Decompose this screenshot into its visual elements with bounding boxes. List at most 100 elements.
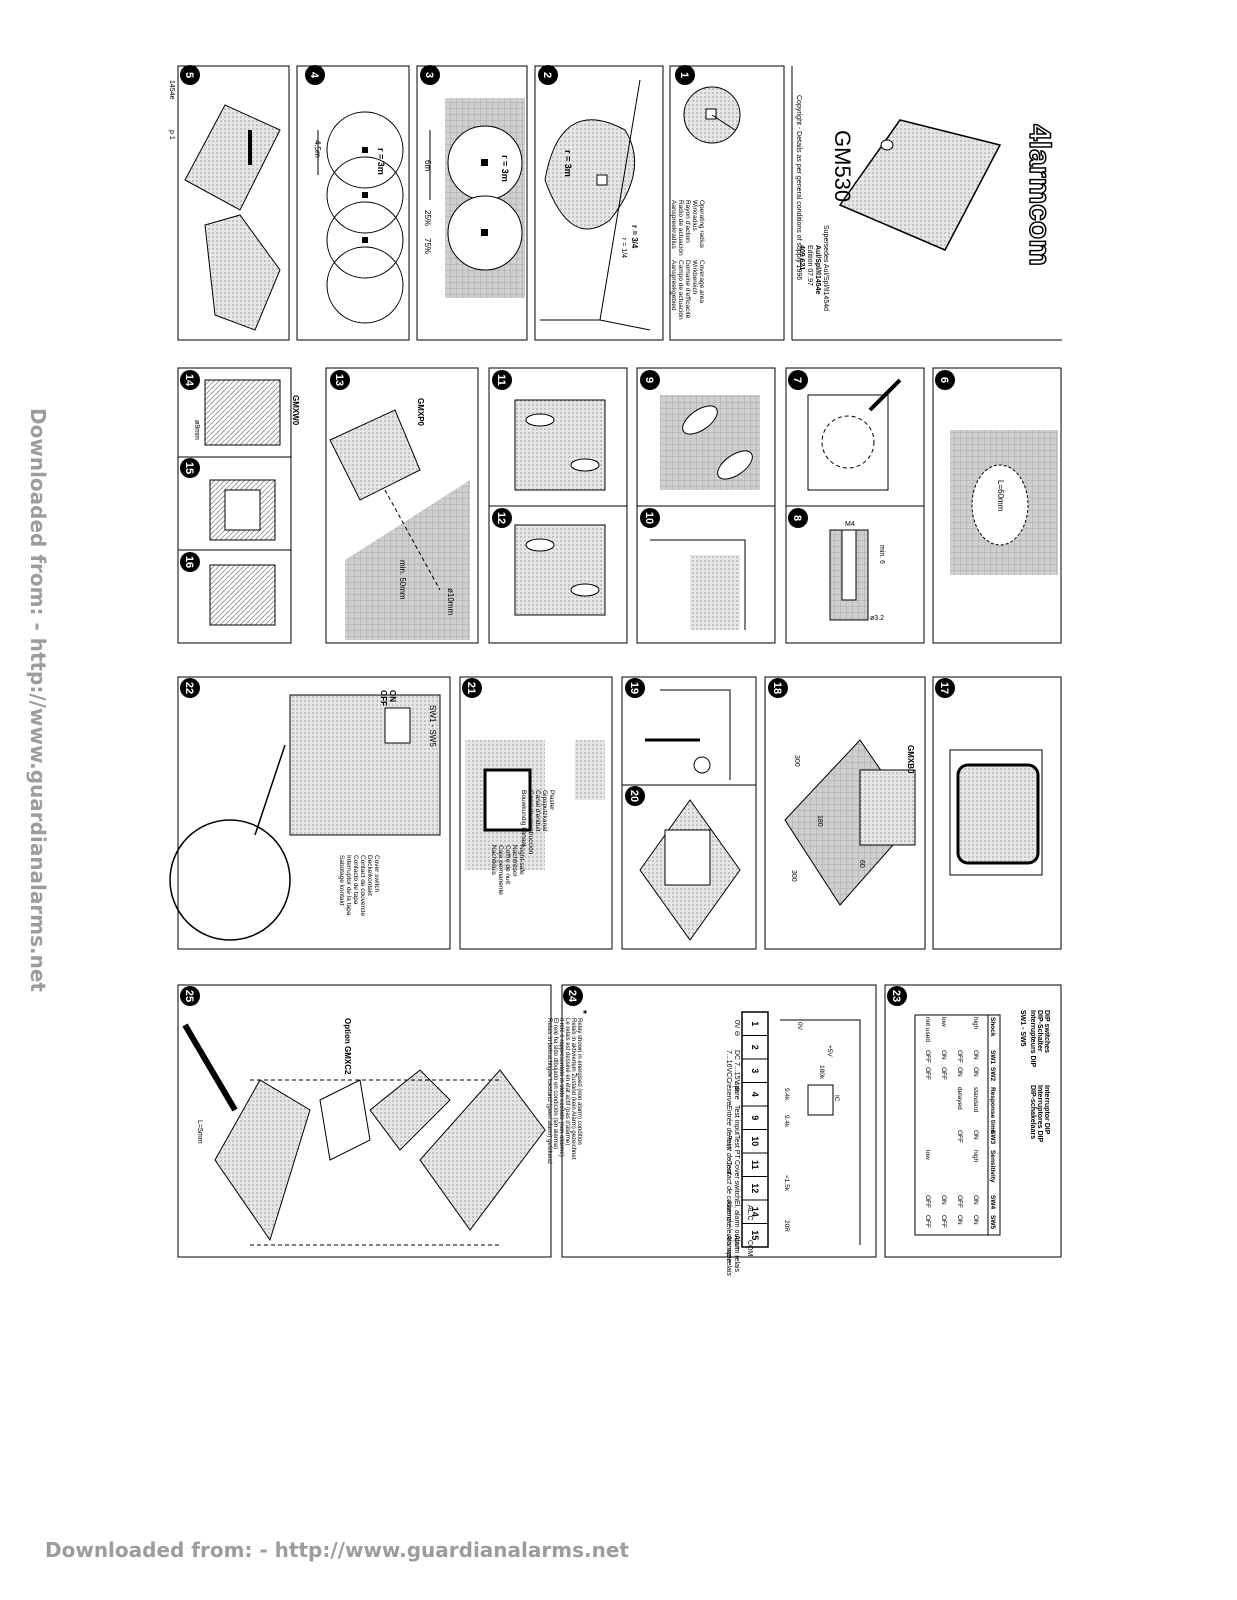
- copyright: Copyright - Details as per general condi…: [795, 95, 802, 280]
- fig23-shock-label-3: not used: [924, 1017, 931, 1042]
- panel-badge-label: 25: [183, 990, 195, 1002]
- part-number: 409 621: [798, 245, 805, 270]
- fig21-left-1: Gipsputzkanal: [541, 790, 548, 832]
- note-2: Le relais est dessiné en état actif (pas…: [564, 1018, 570, 1145]
- fig18-d1: 300: [793, 755, 800, 767]
- fig23-h-sw5: SW5: [989, 1215, 996, 1229]
- r-label-1: Wirkradius: [691, 200, 698, 231]
- note-0: Relay shown in energised (non alarm) con…: [576, 1018, 582, 1145]
- fig23-shock-sw2-2: OFF: [940, 1067, 947, 1080]
- panel-badge-7: 7: [788, 370, 808, 390]
- component-label: 9.4k: [783, 1088, 790, 1101]
- panel-badge-label: 4: [308, 72, 320, 79]
- fig3-dist: 6m: [423, 160, 432, 171]
- panel-13: GMXP0 ø10mm min. 50mm: [325, 367, 479, 644]
- svg-text:4larmcom: 4larmcom: [1023, 124, 1056, 266]
- fig23-shock-sw2-3: OFF: [924, 1067, 931, 1080]
- fig8-dia: ø3.2: [870, 615, 884, 622]
- t-ital-2: réserve: [725, 1082, 732, 1105]
- panel-badge-label: 7: [791, 377, 803, 383]
- fig23-shock-label-2: low: [940, 1017, 947, 1027]
- panel-badge-label: 5: [183, 72, 195, 78]
- panel-5: 1454e p 1: [168, 65, 290, 341]
- fig23-shock-sw1-3: OFF: [924, 1050, 931, 1063]
- panel-badge-label: 11: [495, 374, 507, 386]
- panel-badge-8: 8: [788, 508, 808, 528]
- panel-badge-23: 23: [887, 986, 907, 1006]
- fig3-r: r = 3m: [500, 155, 510, 182]
- panel-22: SW1 - SW5 ON OFF Cover switch Deckelkont…: [169, 676, 451, 950]
- fig23-sens-sw5-1: ON: [956, 1215, 963, 1225]
- fig23-title-r-1: Interruptores DIP: [1036, 1085, 1043, 1143]
- fig23-h-sw1: SW1: [989, 1050, 996, 1064]
- fig23-sens-label-0: high: [972, 1150, 979, 1163]
- fig21-right-0: Night-safe: [518, 845, 525, 875]
- panel-badge-5: 5: [180, 65, 200, 85]
- fig23-shock-sw1-2: ON: [940, 1050, 947, 1060]
- fig21-right-3: Caja permanente: [497, 845, 504, 895]
- fig22-cover-4: Interruptor de la tapa: [345, 855, 352, 916]
- fig22-off: OFF: [379, 690, 388, 706]
- side-watermark-text: Downloaded from: - http://www.guardianal…: [26, 408, 50, 992]
- t-ital-3: Entrée de test: [725, 1105, 732, 1150]
- terminal-number: 15: [750, 1230, 760, 1240]
- t-ital-5: Contact de couvercle: [725, 1160, 732, 1226]
- panel-15: [177, 456, 292, 551]
- panel-23: DIP switches DIP-Schalter Interrupteurs …: [884, 984, 1062, 1258]
- panel-badge-14: 14: [180, 370, 200, 390]
- band-4: DIP switches DIP-Schalter Interrupteurs …: [177, 984, 1062, 1276]
- panel-badge-label: 6: [938, 377, 950, 383]
- panel-badge-label: 22: [183, 682, 195, 694]
- component-label: 180k: [818, 1065, 825, 1080]
- t-ital-4: Point de test: [725, 1135, 732, 1175]
- r-label-3: Radio de actuación: [677, 200, 684, 256]
- fig23-h-sw3: SW3: [989, 1130, 996, 1144]
- fig23-range: SW1 - SW5: [1019, 1010, 1026, 1047]
- fig3-pct1: 25%: [423, 210, 432, 226]
- fig13-min: min. 50mm: [398, 560, 407, 600]
- device-drawing: [838, 119, 1002, 251]
- panel-19: [621, 676, 757, 786]
- fig23-shock-sw1-0: ON: [972, 1050, 979, 1060]
- panel-18: GMXB0 300 300 180 60: [764, 676, 926, 950]
- fig2-r-small: r = 3/4: [630, 225, 639, 249]
- fig25-option: Option GMXC2: [343, 1018, 352, 1075]
- panel-badge-22: 22: [180, 678, 200, 698]
- panel-1: Operating radius Wirkradius Rayon d'acti…: [669, 65, 785, 341]
- footer-doc: 1454e: [168, 80, 175, 100]
- panel-14: GMXW0 ø9mm: [177, 367, 300, 458]
- fig21-left-4: Bouwkundig kanaal: [520, 790, 527, 847]
- fig21-right-1: Nachtrésor: [511, 845, 518, 878]
- panel-badge-label: 1: [678, 72, 690, 78]
- panel-badge-label: 24: [566, 990, 578, 1003]
- terminal-number: 12: [750, 1183, 760, 1193]
- panel-badge-11: 11: [492, 370, 512, 390]
- component-label: <1.5k: [783, 1175, 790, 1192]
- brand-logo: 4larmcom: [1022, 123, 1057, 266]
- panel-16: [177, 549, 292, 644]
- fig25-dim: L=5mm: [196, 1120, 203, 1144]
- component-label: +5V: [826, 1045, 833, 1057]
- t-label-6: El. alarm output: [733, 1200, 740, 1249]
- fig23-resp-sw3-0: ON: [972, 1130, 979, 1140]
- fig23-resp-label-0: standard: [972, 1087, 979, 1113]
- t-ital-7: Alarme relais: [725, 1234, 732, 1276]
- t-label-2: spare: [733, 1082, 740, 1100]
- terminal-number: 9: [750, 1115, 760, 1120]
- al-c-label: AL.C: [746, 1205, 753, 1221]
- fig23-h-shock: Shock: [989, 1017, 996, 1037]
- fig21-left-0: Plaster: [548, 790, 555, 811]
- terminal-number: 1: [750, 1021, 760, 1026]
- panel-badge-20: 20: [625, 786, 645, 806]
- panel-badge-24: 24: [563, 986, 583, 1006]
- note-4: El relé ha sido dibujado en condición (s…: [552, 1018, 558, 1149]
- panel-badge-2: 2: [538, 65, 558, 85]
- panel-badge-12: 12: [492, 508, 512, 528]
- note-3: Il relè è rappresentato in stato eccitat…: [558, 1018, 564, 1157]
- panel-badge-10: 10: [640, 508, 660, 528]
- terminal-number: 14: [750, 1207, 760, 1217]
- panel-badge-25: 25: [180, 986, 200, 1006]
- t-label-5: Cover switch: [733, 1160, 740, 1200]
- fig22-cover-2: Contact de couvercle: [359, 855, 366, 916]
